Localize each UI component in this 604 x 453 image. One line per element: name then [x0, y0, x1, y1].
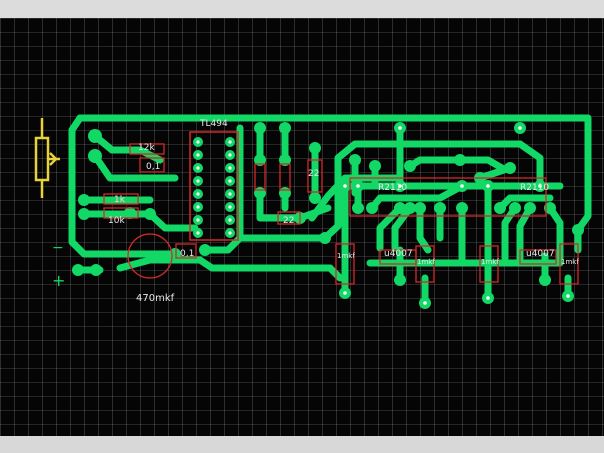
- label-c-small: 0,1: [180, 249, 194, 259]
- ic-label: TL494: [199, 119, 228, 129]
- label-c-1mkf-3: 1mkf: [481, 258, 499, 266]
- label-c-22-top: 22: [308, 169, 319, 179]
- silkscreen-outlines: [103, 143, 579, 285]
- label-t-left: R2110: [378, 183, 407, 193]
- minus-sign: −: [52, 240, 64, 256]
- ic-pins: [193, 137, 235, 238]
- label-c-electrolytic: 470mkf: [136, 293, 175, 304]
- pcb-layout[interactable]: − + TL494 12k 0,1 1k 10k 22 22 R2110 R21…: [0, 18, 604, 436]
- label-d-left: u4007: [384, 249, 413, 259]
- label-c-1mkf-1: 1mkf: [337, 252, 355, 260]
- label-c-22-bottom: 22: [283, 216, 294, 226]
- drill-holes: [343, 126, 570, 305]
- window-top-edge: [0, 0, 604, 22]
- grid: [0, 18, 604, 436]
- label-r-12k: 12k: [138, 143, 155, 153]
- label-r-1k: 1k: [114, 195, 126, 205]
- label-c-1mkf-2: 1mkf: [417, 258, 435, 266]
- pcb-editor-canvas[interactable]: − + TL494 12k 0,1 1k 10k 22 22 R2110 R21…: [0, 18, 604, 436]
- ic-outline: [189, 131, 239, 241]
- label-c-01: 0,1: [146, 162, 160, 172]
- window-bottom-edge: [0, 436, 604, 453]
- label-t-right: R2110: [520, 183, 549, 193]
- label-r-10k: 10k: [108, 216, 125, 226]
- potentiometer-icon: [34, 118, 60, 198]
- label-c-1mkf-4: 1mkf: [561, 258, 579, 266]
- label-d-right: u4007: [526, 249, 555, 259]
- plus-sign: +: [52, 271, 65, 290]
